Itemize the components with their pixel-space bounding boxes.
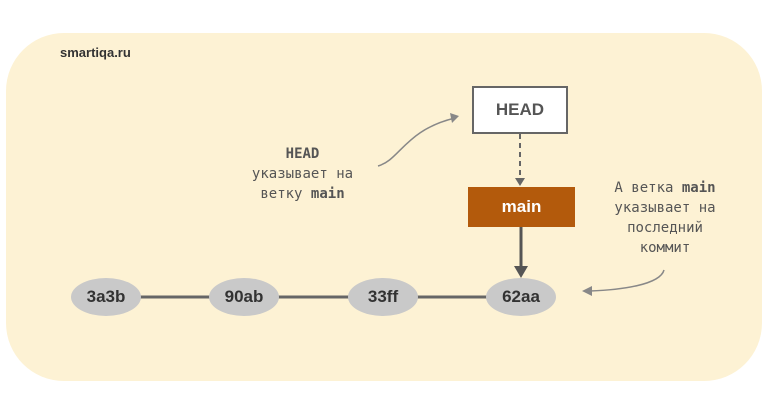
left-note-line3-bold: main (310, 186, 345, 202)
left-note-line3-pre: ветку (260, 186, 311, 202)
commit-node: 90ab (209, 278, 279, 316)
commit-node: 62aa (486, 278, 556, 316)
right-note-arrowhead (582, 286, 592, 296)
right-note-line3: последний (627, 220, 703, 236)
right-note-line1-bold: main (681, 180, 716, 196)
right-note-line1-pre: А ветка (614, 180, 682, 196)
left-note-line2: указывает на (251, 166, 354, 182)
brand-label: smartiqa.ru (60, 45, 131, 60)
left-note-line1: HEAD (285, 146, 320, 162)
commit-node: 3a3b (71, 278, 141, 316)
branch-to-commit-arrowhead (514, 266, 528, 278)
left-note: HEAD указывает на ветку main (225, 144, 380, 204)
left-note-arrowhead (450, 113, 459, 123)
right-note-line4: коммит (639, 240, 691, 256)
head-pointer-box: HEAD (472, 86, 568, 134)
right-note-arrow (589, 269, 665, 292)
commit-node: 33ff (348, 278, 418, 316)
diagram-card (6, 33, 762, 381)
right-note: А ветка main указывает на последний комм… (590, 178, 740, 258)
left-note-arrow (377, 117, 456, 167)
right-note-line2: указывает на (614, 200, 716, 216)
head-to-branch-arrowhead (515, 178, 525, 186)
branch-main-box: main (468, 187, 575, 227)
